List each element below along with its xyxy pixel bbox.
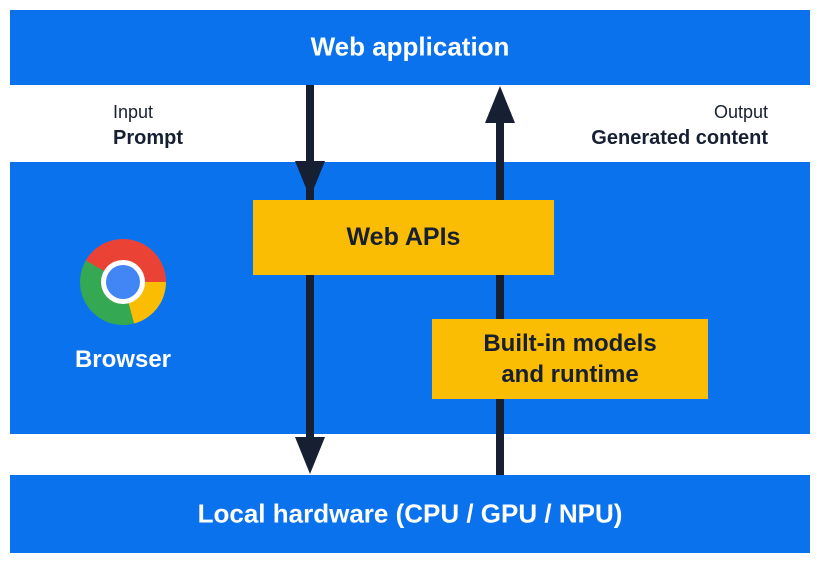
output-label: Output xyxy=(713,102,768,122)
down-arrow-icon xyxy=(295,437,325,474)
local-hardware-layer: Local hardware (CPU / GPU / NPU) xyxy=(10,475,810,553)
web-application-layer: Web application xyxy=(10,10,810,85)
input-sublabel: Prompt xyxy=(113,127,183,149)
up-arrow-icon xyxy=(485,86,515,123)
web-apis-label: Web APIs xyxy=(346,223,461,251)
browser-label: Browser xyxy=(74,346,172,373)
builtin-models-label-line2: and runtime xyxy=(501,361,639,388)
builtin-models-label-line1: Built-in models xyxy=(483,330,657,357)
local-hardware-label: Local hardware (CPU / GPU / NPU) xyxy=(197,498,623,529)
builtin-models-box: Built-in models and runtime xyxy=(432,319,708,399)
chrome-logo-center xyxy=(106,265,140,299)
web-application-label: Web application xyxy=(310,31,510,62)
web-apis-box: Web APIs xyxy=(253,200,554,275)
input-label: Input xyxy=(113,102,154,122)
output-sublabel: Generated content xyxy=(591,127,768,149)
chrome-logo-ring xyxy=(101,260,145,304)
output-annotation: Output Generated content xyxy=(591,99,768,151)
chrome-logo-icon xyxy=(80,239,166,325)
up-arrow-line xyxy=(496,118,504,475)
input-annotation: Input Prompt xyxy=(113,99,183,151)
down-arrow-icon xyxy=(295,161,325,198)
